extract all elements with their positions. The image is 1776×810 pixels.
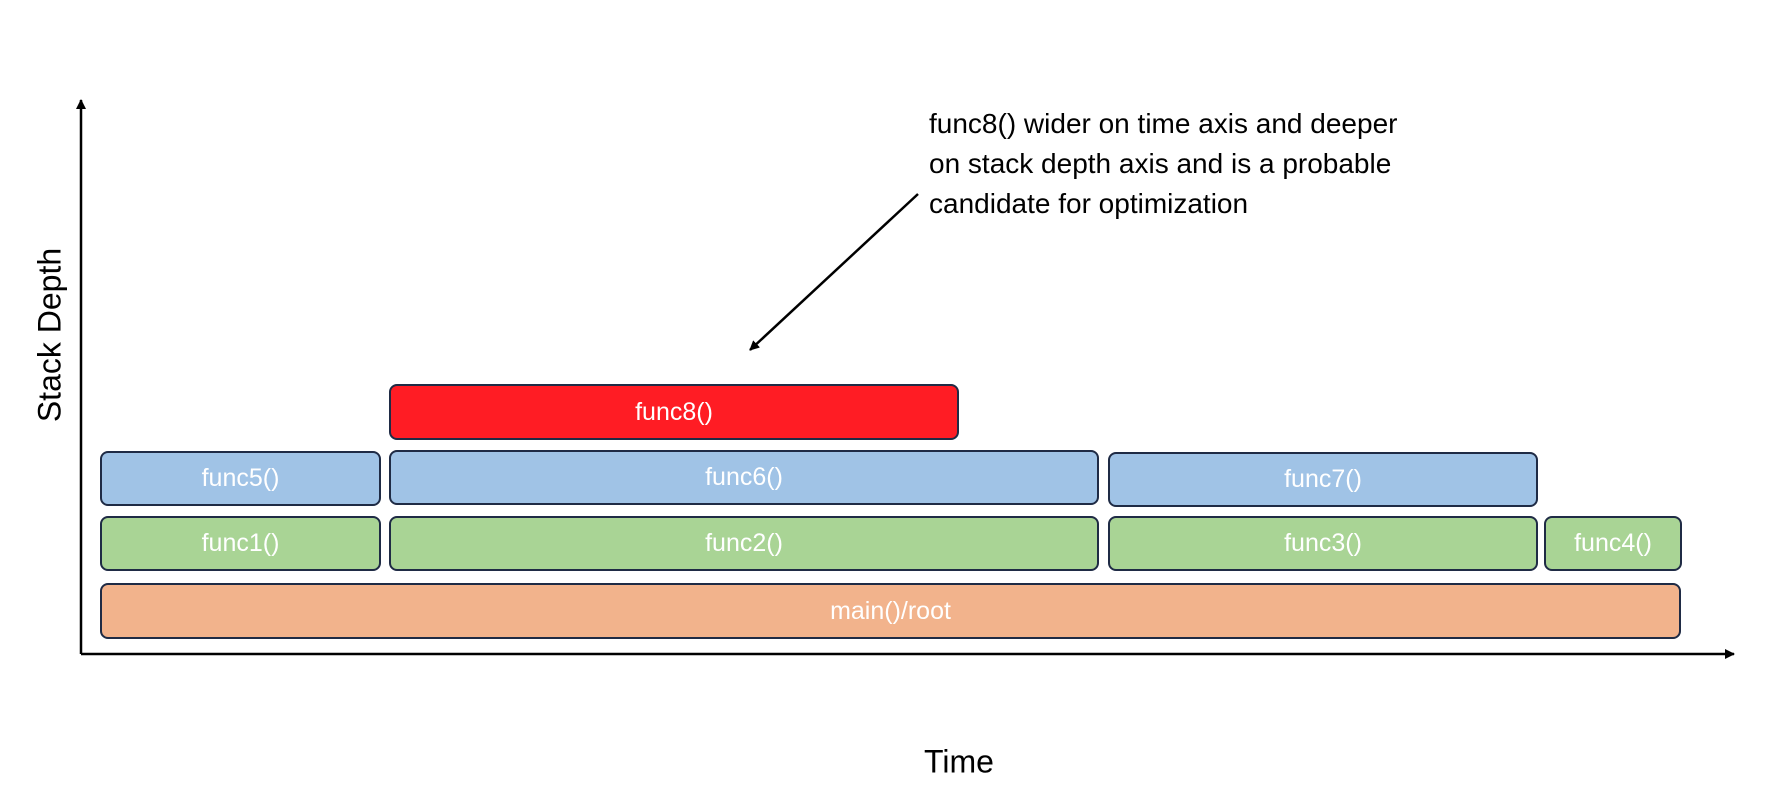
annotation-callout: func8() wider on time axis and deeper on… [929,104,1489,224]
frame-func3[interactable]: func3() [1108,516,1538,571]
frame-func4[interactable]: func4() [1544,516,1682,571]
frame-func6[interactable]: func6() [389,450,1099,505]
frame-func7[interactable]: func7() [1108,452,1538,507]
annotation-arrow [749,193,919,351]
frame-func2[interactable]: func2() [389,516,1099,571]
annotation-line-2: on stack depth axis and is a probable [929,148,1392,179]
frame-func5[interactable]: func5() [100,451,381,506]
annotation-line-1: func8() wider on time axis and deeper [929,108,1398,139]
y-axis-label: Stack Depth [31,247,68,423]
frame-main-root[interactable]: main()/root [100,583,1681,639]
annotation-line-3: candidate for optimization [929,188,1249,219]
x-axis-label: Time [924,743,994,780]
frame-func1[interactable]: func1() [100,516,381,571]
frame-func8-highlighted[interactable]: func8() [389,384,959,440]
